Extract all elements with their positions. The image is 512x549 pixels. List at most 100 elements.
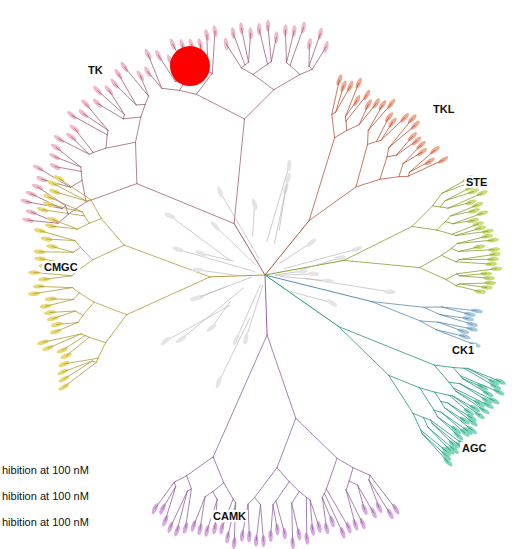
- tree-branch: [451, 249, 458, 252]
- tree-branch: [255, 497, 261, 504]
- tree-branch: [81, 334, 85, 336]
- tree-branch: [75, 241, 81, 248]
- tree-branch: [422, 434, 446, 456]
- tree-branch: [349, 468, 353, 481]
- tree-branch: [356, 144, 368, 187]
- tree-branch: [410, 150, 435, 172]
- tree-branch: [413, 413, 421, 430]
- tree-branch: [421, 430, 422, 433]
- tree-branch: [456, 228, 481, 235]
- tree-branch: [420, 321, 435, 330]
- tree-branch: [460, 376, 462, 379]
- tree-branch: [452, 234, 456, 235]
- tree-branch: [83, 302, 94, 315]
- tree-branch: [432, 193, 441, 206]
- tree-branch: [441, 249, 451, 256]
- tree-branch: [456, 231, 488, 235]
- kinase-leaf: [251, 198, 259, 211]
- tree-branch: [346, 490, 363, 524]
- tree-branch: [123, 117, 141, 119]
- tree-branch: [78, 315, 83, 322]
- tree-branch: [389, 375, 413, 413]
- group-label: TK: [86, 64, 105, 76]
- tree-branch: [358, 485, 374, 513]
- tree-branch: [438, 417, 457, 430]
- kinase-leaf: [164, 212, 177, 221]
- tree-branch: [353, 468, 370, 476]
- tree-branch: [451, 205, 478, 216]
- tree-branch: [273, 501, 276, 505]
- tree-branch: [241, 28, 248, 62]
- tree-branch: [459, 254, 495, 259]
- tree-branch: [460, 284, 487, 288]
- tree-branch: [453, 221, 473, 224]
- tree-branch: [309, 66, 312, 69]
- tree-branch: [452, 224, 478, 234]
- tree-branch: [220, 192, 259, 258]
- tree-branch: [277, 468, 289, 482]
- tree-branch: [53, 220, 78, 230]
- tree-branch: [454, 388, 456, 391]
- tree-branch: [332, 115, 335, 138]
- tree-branch: [74, 293, 80, 300]
- tree-branch: [339, 327, 434, 365]
- tree-branch: [322, 493, 324, 497]
- kinase-leaf: [326, 298, 338, 308]
- tree-branch: [196, 94, 244, 119]
- tree-branch: [435, 392, 441, 401]
- tree-branch: [446, 280, 456, 286]
- tree-branch: [205, 492, 213, 497]
- tree-branch: [438, 322, 463, 331]
- tree-branch: [265, 260, 344, 275]
- tree-branch: [356, 179, 380, 187]
- tree-branch: [430, 420, 463, 444]
- tree-branch: [412, 206, 432, 227]
- tree-branch: [300, 69, 312, 74]
- tree-branch: [85, 336, 89, 338]
- tree-branch: [344, 227, 412, 261]
- tree-branch: [80, 167, 81, 172]
- tree-branch: [410, 161, 430, 172]
- tree-branch: [421, 430, 447, 451]
- tree-branch: [40, 251, 74, 253]
- tree-branch: [434, 410, 437, 416]
- tree-branch: [165, 305, 230, 341]
- tree-branch: [420, 255, 442, 267]
- tree-branch: [273, 505, 277, 530]
- tree-branch: [440, 201, 445, 207]
- tree-branch: [358, 485, 365, 509]
- tree-branch: [261, 505, 264, 541]
- tree-branch: [335, 131, 347, 138]
- tree-branch: [399, 176, 408, 177]
- tree-branch: [267, 165, 289, 241]
- tree-branch: [136, 142, 137, 183]
- tree-branch: [445, 216, 450, 222]
- tree-branch: [372, 302, 421, 321]
- kinase-leaf: [307, 271, 319, 276]
- tree-branch: [422, 434, 448, 462]
- kinase-leaf: [159, 336, 171, 347]
- tree-branch: [349, 481, 357, 485]
- tree-branch: [306, 497, 310, 500]
- tree-branch: [43, 210, 85, 216]
- tree-branch: [43, 334, 81, 342]
- tree-branch: [236, 285, 260, 340]
- tree-branch: [213, 492, 217, 500]
- tree-branch: [432, 206, 440, 207]
- tree-branch: [420, 268, 446, 280]
- kinase-leaf: [192, 268, 204, 273]
- tree-branch: [89, 153, 93, 155]
- tree-branch: [437, 230, 452, 234]
- tree-branch: [242, 65, 245, 68]
- tree-branch: [265, 275, 372, 302]
- tree-branch: [187, 476, 192, 489]
- tree-branch: [289, 482, 299, 492]
- tree-branch: [55, 167, 81, 172]
- tree-branch: [89, 219, 101, 224]
- tree-branch: [451, 244, 457, 249]
- tree-branch: [71, 137, 89, 154]
- tree-branch: [399, 164, 403, 177]
- tree-branch: [291, 292, 332, 303]
- tree-branch: [187, 489, 191, 491]
- tree-branch: [346, 121, 348, 130]
